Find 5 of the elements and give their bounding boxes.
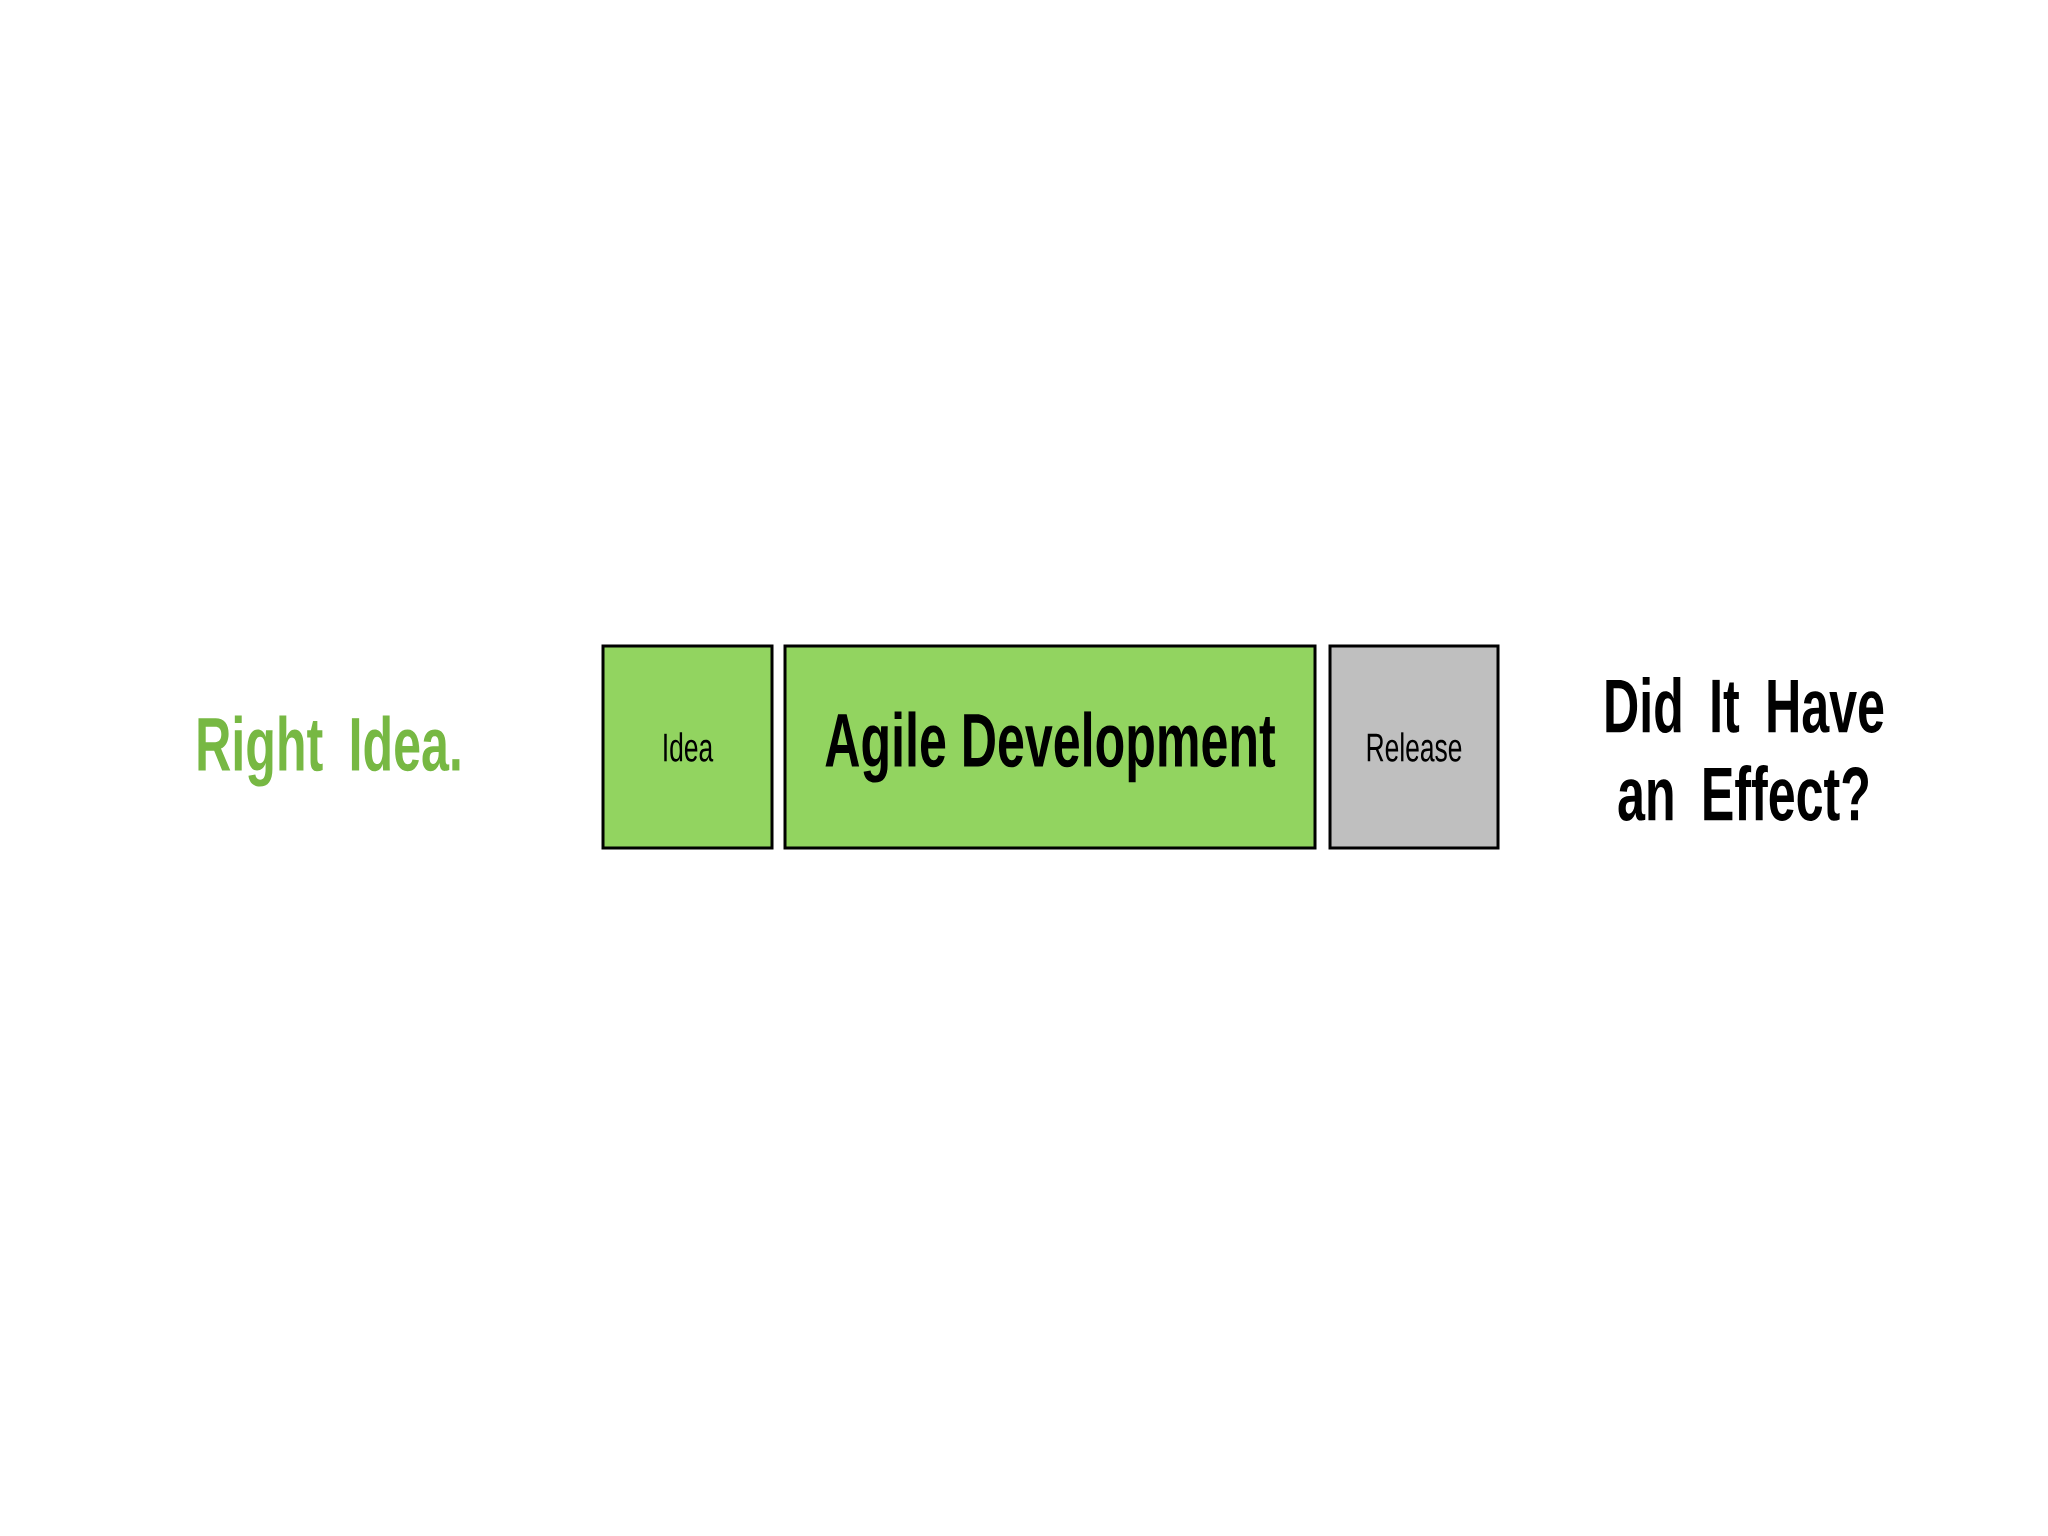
label-text: Did It Have an Effect? — [1606, 677, 1884, 821]
process-box: Release — [1328, 644, 1500, 850]
label-text: Right Idea. — [198, 715, 460, 787]
process-box: Idea — [601, 644, 774, 850]
process-box: Agile Development — [783, 644, 1317, 850]
